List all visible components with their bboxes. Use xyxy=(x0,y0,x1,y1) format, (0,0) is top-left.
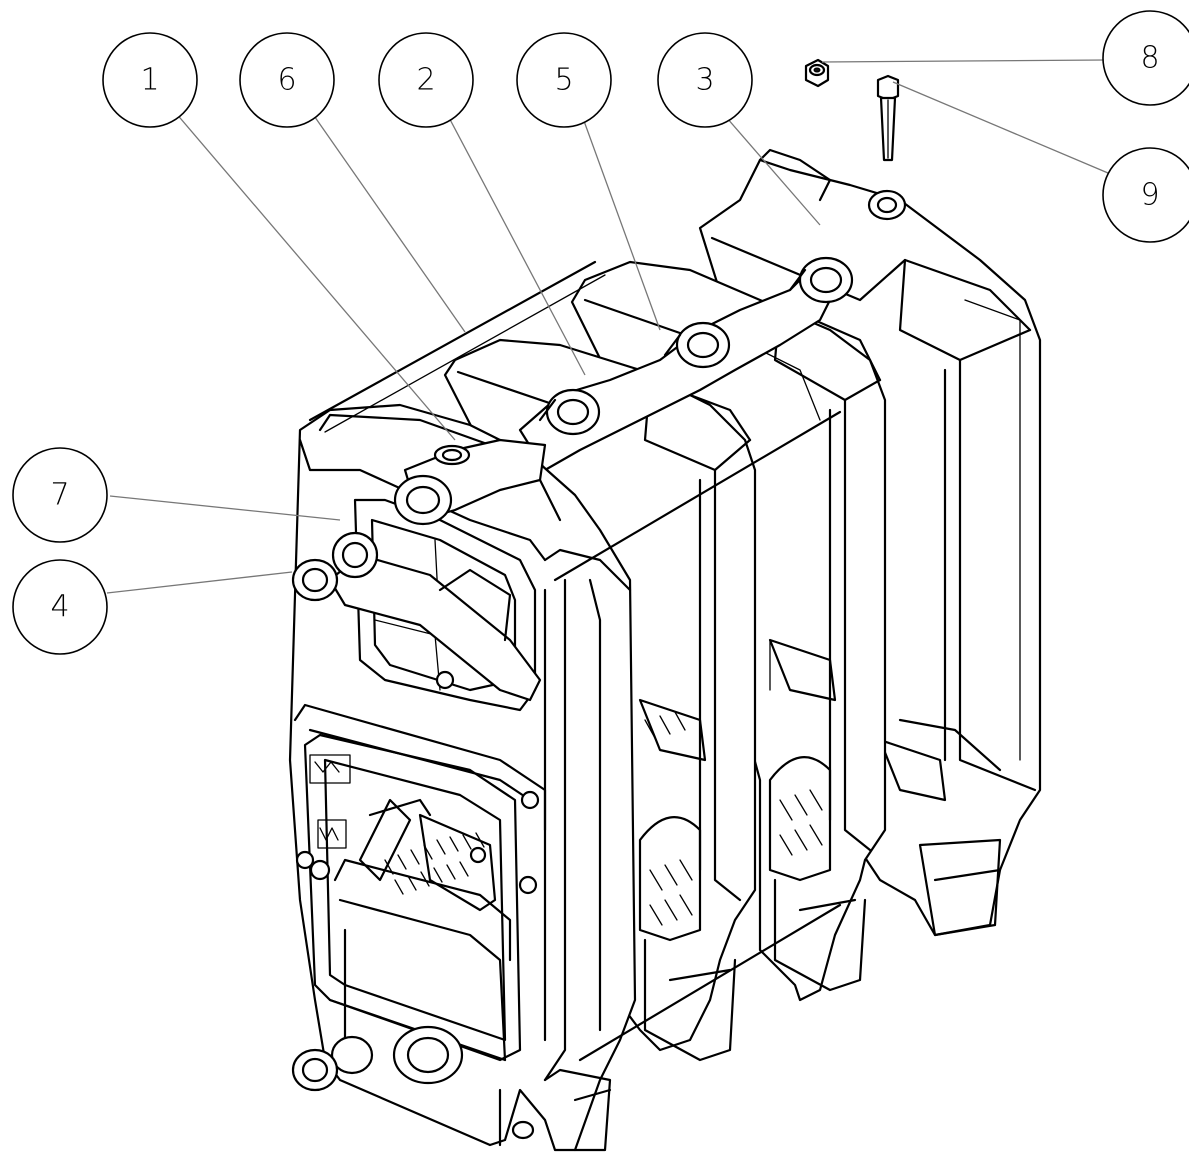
callout-balloon-3: 3 xyxy=(657,32,753,128)
front-boiler-section xyxy=(288,403,637,1152)
leader-8 xyxy=(821,59,1106,63)
front-top-hub xyxy=(393,438,547,526)
callout-balloon-6: 6 xyxy=(239,32,335,128)
callout-balloon-1: 1 xyxy=(102,32,198,128)
bolt-part xyxy=(876,74,900,162)
callout-balloon-5: 5 xyxy=(516,32,612,128)
svg-text:9: 9 xyxy=(1140,178,1159,213)
tie-rods xyxy=(308,260,842,1062)
callout-balloon-2: 2 xyxy=(378,32,474,128)
svg-text:8: 8 xyxy=(1140,41,1159,76)
callout-balloon-4: 4 xyxy=(12,559,108,655)
leader-7 xyxy=(109,495,341,521)
leader-2 xyxy=(444,109,586,376)
callout-balloon-9: 9 xyxy=(1102,147,1189,243)
svg-text:2: 2 xyxy=(416,63,435,98)
leader-9 xyxy=(892,81,1109,174)
leader-1 xyxy=(174,111,456,441)
leader-3 xyxy=(719,109,821,226)
svg-text:3: 3 xyxy=(695,63,714,98)
leader-4 xyxy=(106,571,293,594)
inlet-plug xyxy=(331,531,379,579)
svg-text:7: 7 xyxy=(50,478,69,513)
leader-lines xyxy=(106,59,1109,594)
lower-plugs xyxy=(291,1035,535,1140)
svg-text:4: 4 xyxy=(50,590,69,625)
callout-balloon-7: 7 xyxy=(12,447,108,543)
callout-balloon-8: 8 xyxy=(1102,10,1189,106)
leader-6 xyxy=(309,109,466,333)
upper-connecting-hubs xyxy=(518,256,854,472)
drain-plug xyxy=(291,558,339,602)
svg-text:5: 5 xyxy=(554,63,573,98)
svg-text:1: 1 xyxy=(140,63,159,98)
svg-text:6: 6 xyxy=(277,63,296,98)
nut-part xyxy=(804,58,830,88)
leader-5 xyxy=(579,109,661,331)
